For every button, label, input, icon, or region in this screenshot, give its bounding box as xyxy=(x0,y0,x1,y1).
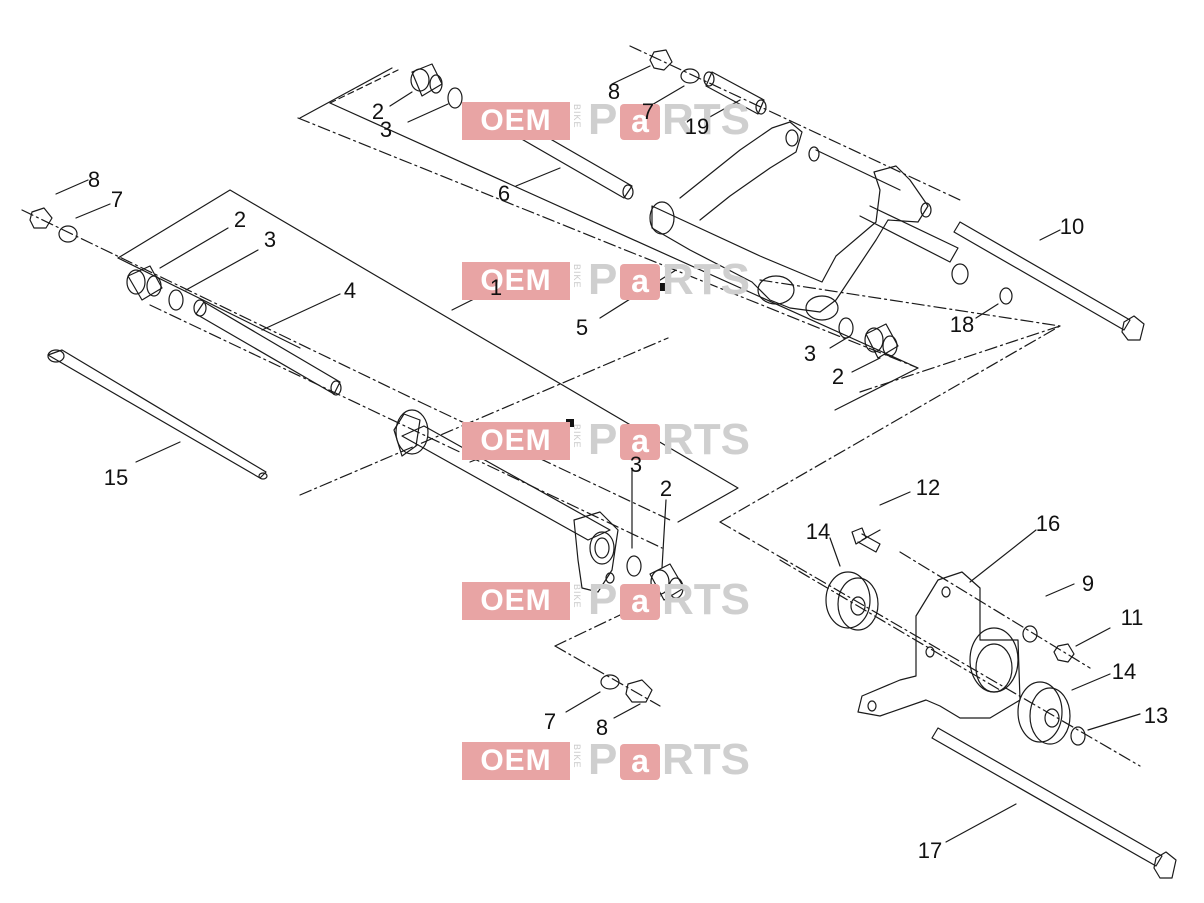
rod-15 xyxy=(47,349,268,480)
tube-1 xyxy=(393,409,619,593)
watermark-oem: OEM xyxy=(462,102,570,140)
watermark-bike: BIKE xyxy=(572,424,582,449)
watermark-logo: OEM BIKE P a RTS xyxy=(462,95,750,144)
washer-3-left xyxy=(168,289,184,311)
watermark-logo: OEM BIKE P a RTS xyxy=(462,255,750,304)
nut-8-bottom xyxy=(625,679,653,703)
watermark-logo: OEM BIKE P a RTS xyxy=(462,415,750,464)
callout-3: 3 xyxy=(379,117,393,142)
callout-10: 10 xyxy=(1059,214,1085,239)
callout-2: 2 xyxy=(371,99,385,124)
callout-2: 2 xyxy=(831,364,845,389)
watermark-bike: BIKE xyxy=(572,264,582,289)
callout-18: 18 xyxy=(949,312,975,337)
callout-14: 14 xyxy=(805,519,831,544)
washer-3-top xyxy=(447,87,463,109)
washer-3-right xyxy=(838,317,854,339)
callout-2: 2 xyxy=(659,476,673,501)
bushing-2-right xyxy=(864,323,899,359)
marker-square xyxy=(658,283,666,291)
bushing-2-top xyxy=(410,63,443,97)
callout-5: 5 xyxy=(575,315,589,340)
callout-19: 19 xyxy=(684,114,710,139)
watermark-a: a xyxy=(620,584,660,620)
callout-15: 15 xyxy=(103,465,129,490)
callout-17: 17 xyxy=(917,838,943,863)
callout-3: 3 xyxy=(629,452,643,477)
callout-8: 8 xyxy=(607,79,621,104)
damper-14-right xyxy=(1017,681,1071,745)
callout-3: 3 xyxy=(803,341,817,366)
washer-18 xyxy=(999,287,1013,305)
watermark-a: a xyxy=(620,264,660,300)
callout-12: 12 xyxy=(915,475,941,500)
callout-8: 8 xyxy=(595,715,609,740)
bolt-17 xyxy=(931,727,1177,879)
pin-19 xyxy=(703,71,767,115)
damper-14-left xyxy=(825,571,879,631)
watermark-rts: RTS xyxy=(662,735,750,784)
middle-frame xyxy=(117,189,739,523)
washer-9 xyxy=(1022,625,1038,643)
callout-1: 1 xyxy=(489,275,503,300)
callout-16: 16 xyxy=(1035,511,1061,536)
callout-7: 7 xyxy=(543,709,557,734)
axis-lines xyxy=(21,45,1141,767)
circlip-13 xyxy=(1070,726,1086,746)
watermark-rts: RTS xyxy=(662,415,750,464)
callout-7: 7 xyxy=(110,187,124,212)
washer-7-left xyxy=(58,225,78,243)
watermark-p: P xyxy=(588,735,618,784)
nut-11 xyxy=(1053,643,1075,663)
washer-7-bottom xyxy=(600,674,620,690)
watermark-rts: RTS xyxy=(662,575,750,624)
marker-square xyxy=(566,419,574,427)
callout-2: 2 xyxy=(233,207,247,232)
watermark-p: P xyxy=(588,255,618,304)
sleeve-4 xyxy=(193,299,342,396)
callout-9: 9 xyxy=(1081,571,1095,596)
callout-3: 3 xyxy=(263,227,277,252)
watermark-oem: OEM xyxy=(462,742,570,780)
bolt-12 xyxy=(851,527,881,553)
watermark-oem: OEM xyxy=(462,262,570,300)
bushing-2-left xyxy=(126,265,163,301)
bracket-16 xyxy=(857,571,1021,719)
bolt-10 xyxy=(953,221,1145,341)
watermark-oem: OEM xyxy=(462,422,570,460)
watermark-a: a xyxy=(620,104,660,140)
watermark-rts: RTS xyxy=(662,95,750,144)
callout-7: 7 xyxy=(641,99,655,124)
watermark-rts: RTS xyxy=(662,255,750,304)
callout-11: 11 xyxy=(1120,605,1144,630)
callout-6: 6 xyxy=(497,181,511,206)
watermark-logo: OEM BIKE P a RTS xyxy=(462,735,750,784)
watermark-a: a xyxy=(620,744,660,780)
nut-8-left xyxy=(29,207,53,229)
watermark-p: P xyxy=(588,95,618,144)
leader-lines xyxy=(55,65,1141,843)
washer-3-mid xyxy=(626,555,642,577)
watermark-p: P xyxy=(588,415,618,464)
watermark-bike: BIKE xyxy=(572,104,582,129)
watermark-logo: OEM BIKE P a RTS xyxy=(462,575,750,624)
watermark-a: a xyxy=(620,424,660,460)
washer-7-top xyxy=(680,68,700,84)
callout-13: 13 xyxy=(1143,703,1169,728)
watermark-bike: BIKE xyxy=(572,584,582,609)
nut-8-top xyxy=(649,49,673,71)
callout-8: 8 xyxy=(87,167,101,192)
callout-14: 14 xyxy=(1111,659,1137,684)
swingarm-arm-5 xyxy=(649,121,969,321)
callout-4: 4 xyxy=(343,278,357,303)
watermark-bike: BIKE xyxy=(572,744,582,769)
watermark-oem: OEM xyxy=(462,582,570,620)
watermark-p: P xyxy=(588,575,618,624)
